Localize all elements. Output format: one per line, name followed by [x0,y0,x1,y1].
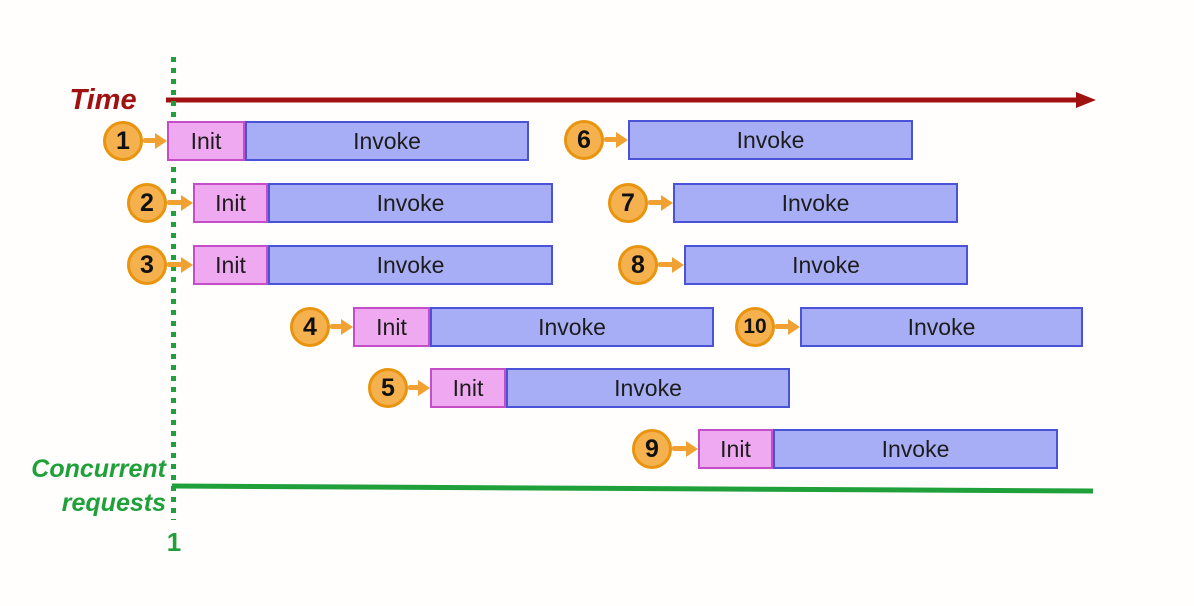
invoke-bar-label: Invoke [614,374,682,401]
request-arrow-head-icon [181,257,193,273]
request-number-badge: 1 [103,121,143,161]
init-bar: Init [193,245,268,285]
request-number-badge: 9 [632,429,672,469]
request-arrow-icon [408,385,419,390]
invoke-bar-label: Invoke [881,435,950,462]
request-number-badge: 8 [618,245,658,285]
request-arrow-icon [143,138,156,143]
invoke-bar-label: Invoke [736,126,805,153]
request-number-badge: 3 [127,245,167,285]
request-arrow-head-icon [418,380,430,396]
request-arrow-icon [167,262,182,267]
init-bar-label: Init [215,251,246,278]
request-arrow-head-icon [155,133,167,149]
request-arrow-head-icon [686,441,698,457]
invoke-bar: Invoke [268,183,553,223]
invoke-bar: Invoke [430,307,714,347]
concurrency-axis-label-line1: Concurrent [31,455,166,483]
request-number-badge: 10 [735,307,775,347]
init-bar-label: Init [215,189,246,216]
request-arrow-head-icon [181,195,193,211]
invoke-bar: Invoke [506,368,790,408]
request-arrow-icon [775,324,789,329]
request-arrow-head-icon [672,257,684,273]
invoke-bar-label: Invoke [781,189,850,216]
init-bar: Init [353,307,430,347]
invoke-bar-label: Invoke [353,127,421,154]
request-arrow-head-icon [788,319,800,335]
invoke-bar-label: Invoke [376,189,445,216]
request-arrow-icon [330,324,342,329]
concurrency-axis-label: Concurrent requests [10,452,166,520]
init-bar-label: Init [720,435,751,462]
request-number-badge: 2 [127,183,167,223]
request-number-badge: 7 [608,183,648,223]
invoke-bar: Invoke [800,307,1083,347]
concurrency-threshold-dotted-line [171,57,176,520]
request-arrow-head-icon [616,132,628,148]
init-bar: Init [167,121,245,161]
init-bar-label: Init [376,313,407,340]
invoke-bar: Invoke [673,183,958,223]
invoke-bar: Invoke [245,121,529,161]
time-axis-label: Time [69,84,137,116]
invoke-bar-label: Invoke [538,313,606,340]
invoke-bar: Invoke [268,245,553,285]
request-number-badge: 5 [368,368,408,408]
request-number-badge: 4 [290,307,330,347]
init-bar: Init [698,429,773,469]
invoke-bar-label: Invoke [792,251,860,278]
concurrency-tick-label: 1 [166,527,182,557]
invoke-bar-label: Invoke [907,313,976,340]
invoke-bar: Invoke [628,120,913,160]
init-bar: Init [430,368,506,408]
request-arrow-icon [672,446,687,451]
request-arrow-icon [167,200,182,205]
request-arrow-icon [658,262,673,267]
invoke-bar: Invoke [773,429,1058,469]
request-number-badge: 6 [564,120,604,160]
invoke-bar: Invoke [684,245,968,285]
invoke-bar-label: Invoke [376,251,445,278]
request-arrow-icon [604,137,617,142]
request-arrow-icon [648,200,662,205]
concurrency-axis-line [171,483,1094,494]
concurrency-axis-label-line2: requests [61,489,166,517]
request-arrow-head-icon [341,319,353,335]
request-arrow-head-icon [661,195,673,211]
init-bar-label: Init [190,127,222,154]
init-bar: Init [193,183,268,223]
time-axis-arrow-icon [166,92,1096,108]
init-bar-label: Init [452,374,484,401]
